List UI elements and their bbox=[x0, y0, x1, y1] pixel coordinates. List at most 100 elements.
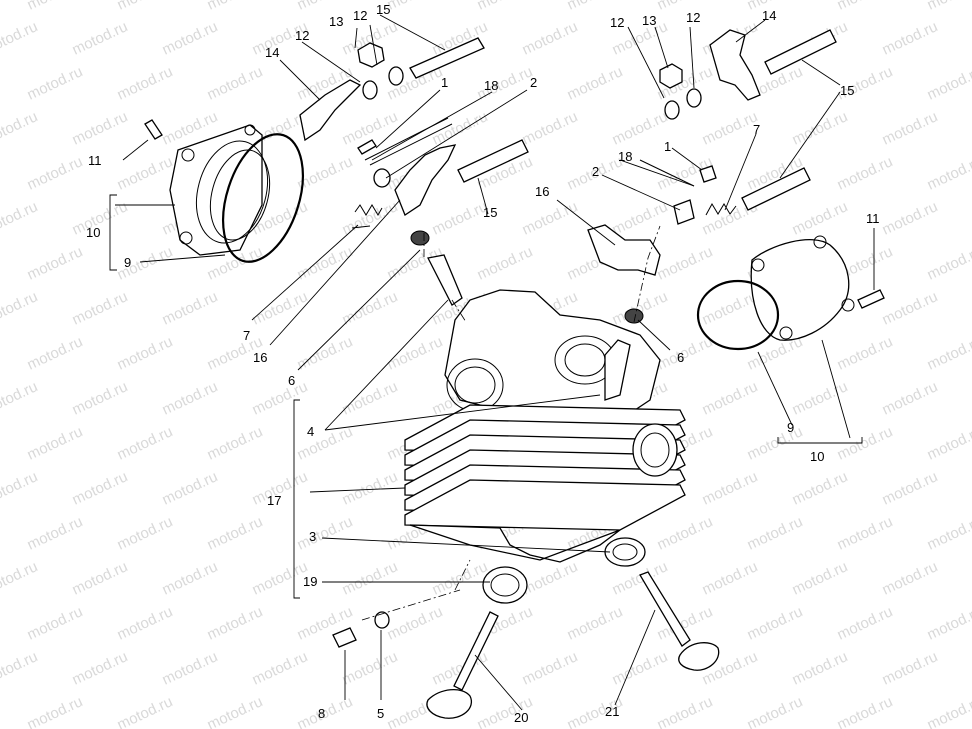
watermark-text: motod.ru bbox=[700, 468, 761, 508]
watermark-text: motod.ru bbox=[880, 108, 941, 148]
watermark-text: motod.ru bbox=[70, 558, 131, 598]
callout-14: 14 bbox=[265, 45, 279, 60]
watermark-text: motod.ru bbox=[115, 423, 176, 463]
callout-8: 8 bbox=[318, 706, 325, 721]
watermark-text: motod.ru bbox=[0, 108, 40, 148]
watermark-text: motod.ru bbox=[880, 198, 941, 238]
watermark-text: motod.ru bbox=[835, 153, 896, 193]
watermark-text: motod.ru bbox=[745, 693, 806, 729]
callout-10: 10 bbox=[810, 449, 824, 464]
washers-right bbox=[659, 63, 702, 120]
watermark-text: motod.ru bbox=[295, 0, 356, 14]
watermark-text: motod.ru bbox=[790, 198, 851, 238]
callout-12: 12 bbox=[353, 8, 367, 23]
bracket-17 bbox=[293, 399, 300, 599]
rocker-arm-upper-left bbox=[299, 79, 362, 142]
watermark-text: motod.ru bbox=[25, 603, 86, 643]
callout-1: 1 bbox=[664, 139, 671, 154]
watermark-text: motod.ru bbox=[520, 648, 581, 688]
watermark-text: motod.ru bbox=[880, 288, 941, 328]
watermark-text: motod.ru bbox=[655, 333, 716, 373]
watermark-text: motod.ru bbox=[925, 333, 972, 373]
watermark-text: motod.ru bbox=[925, 513, 972, 553]
watermark-text: motod.ru bbox=[520, 18, 581, 58]
callout-14: 14 bbox=[762, 8, 776, 23]
watermark-text: motod.ru bbox=[295, 243, 356, 283]
watermark-text: motod.ru bbox=[385, 603, 446, 643]
watermark-text: motod.ru bbox=[0, 198, 40, 238]
pin-left bbox=[357, 139, 377, 155]
watermark-text: motod.ru bbox=[835, 513, 896, 553]
callout-3: 3 bbox=[309, 529, 316, 544]
washers-left bbox=[357, 42, 404, 100]
watermark-text: motod.ru bbox=[430, 198, 491, 238]
watermark-text: motod.ru bbox=[835, 603, 896, 643]
o-ring-right bbox=[696, 279, 780, 351]
pin-right bbox=[699, 165, 717, 183]
clip-right bbox=[639, 159, 695, 187]
watermark-text: motod.ru bbox=[925, 63, 972, 103]
watermark-text: motod.ru bbox=[925, 423, 972, 463]
rocker-cover-right bbox=[750, 235, 855, 341]
callout-19: 19 bbox=[303, 574, 317, 589]
callout-7: 7 bbox=[753, 122, 760, 137]
callout-15: 15 bbox=[840, 83, 854, 98]
callout-10: 10 bbox=[86, 225, 100, 240]
watermark-text: motod.ru bbox=[250, 558, 311, 598]
watermark-text: motod.ru bbox=[25, 0, 86, 14]
rocker-arm-lower-left bbox=[394, 144, 457, 216]
callout-12: 12 bbox=[295, 28, 309, 43]
watermark-text: motod.ru bbox=[610, 648, 671, 688]
watermark-text: motod.ru bbox=[880, 468, 941, 508]
callout-20: 20 bbox=[514, 710, 528, 725]
watermark-text: motod.ru bbox=[925, 693, 972, 729]
exhaust-valve bbox=[639, 571, 720, 671]
valve-seat-19 bbox=[482, 566, 528, 604]
watermark-text: motod.ru bbox=[340, 648, 401, 688]
callout-2: 2 bbox=[530, 75, 537, 90]
watermark-text: motod.ru bbox=[25, 333, 86, 373]
watermark-text: motod.ru bbox=[520, 558, 581, 598]
watermark-text: motod.ru bbox=[115, 603, 176, 643]
watermark-text: motod.ru bbox=[655, 243, 716, 283]
watermark-text: motod.ru bbox=[925, 603, 972, 643]
rocker-shaft-1 bbox=[409, 37, 485, 79]
callout-11: 11 bbox=[866, 211, 880, 226]
watermark-text: motod.ru bbox=[700, 378, 761, 418]
callout-12: 12 bbox=[610, 15, 624, 30]
rocker-cover-left bbox=[169, 124, 271, 256]
watermark-text: motod.ru bbox=[430, 558, 491, 598]
bracket-10-left bbox=[109, 194, 117, 271]
watermark-text: motod.ru bbox=[205, 513, 266, 553]
rocker-shaft-4 bbox=[741, 167, 811, 211]
watermark-text: motod.ru bbox=[295, 513, 356, 553]
watermark-text: motod.ru bbox=[700, 108, 761, 148]
callout-4: 4 bbox=[307, 424, 314, 439]
cover-screw-left bbox=[144, 119, 163, 140]
watermark-text: motod.ru bbox=[790, 558, 851, 598]
watermark-text: motod.ru bbox=[115, 513, 176, 553]
watermark-text: motod.ru bbox=[430, 108, 491, 148]
callout-17: 17 bbox=[267, 493, 281, 508]
callout-13: 13 bbox=[642, 13, 656, 28]
watermark-text: motod.ru bbox=[340, 378, 401, 418]
watermark-text: motod.ru bbox=[250, 288, 311, 328]
watermark-text: motod.ru bbox=[205, 0, 266, 14]
watermark-text: motod.ru bbox=[700, 558, 761, 598]
watermark-text: motod.ru bbox=[250, 648, 311, 688]
washer-5 bbox=[374, 611, 390, 629]
watermark-text: motod.ru bbox=[70, 108, 131, 148]
callout-18: 18 bbox=[618, 149, 632, 164]
bushing-left bbox=[373, 168, 391, 188]
watermark-text: motod.ru bbox=[160, 468, 221, 508]
watermark-text: motod.ru bbox=[790, 468, 851, 508]
watermark-text: motod.ru bbox=[835, 693, 896, 729]
watermark-text: motod.ru bbox=[0, 558, 40, 598]
watermark-text: motod.ru bbox=[115, 0, 176, 14]
watermark-text: motod.ru bbox=[115, 333, 176, 373]
watermark-text: motod.ru bbox=[25, 513, 86, 553]
callout-5: 5 bbox=[377, 706, 384, 721]
watermark-text: motod.ru bbox=[340, 288, 401, 328]
callout-6: 6 bbox=[677, 350, 684, 365]
watermark-text: motod.ru bbox=[790, 378, 851, 418]
